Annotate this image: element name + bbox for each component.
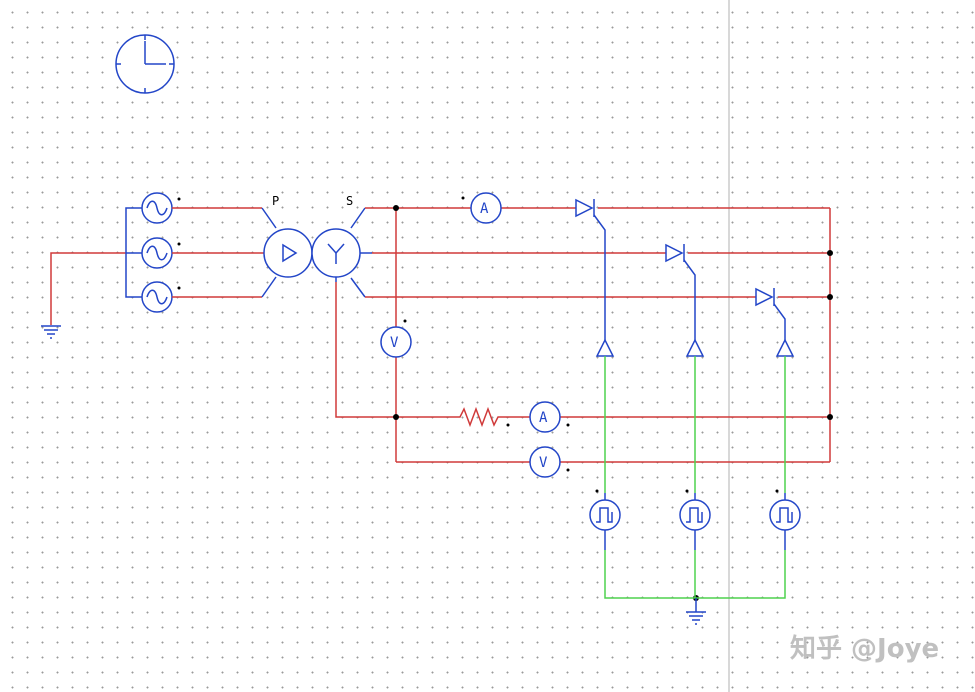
watermark: 知乎 @Joye bbox=[790, 634, 939, 664]
thyristor-3-icon[interactable] bbox=[755, 287, 786, 330]
pulse-source-3-icon[interactable] bbox=[769, 489, 801, 551]
gate-driver-3-icon[interactable] bbox=[775, 330, 795, 357]
pulse-source-2-icon[interactable] bbox=[679, 489, 711, 551]
ground-bottom-icon bbox=[686, 598, 706, 625]
secondary-phase-wires[interactable] bbox=[350, 207, 831, 462]
gate-driver-2-icon[interactable] bbox=[685, 330, 705, 357]
thyristor-1-icon[interactable] bbox=[575, 198, 606, 330]
ammeter-load[interactable]: A bbox=[529, 401, 570, 433]
gate-driver-1-icon[interactable] bbox=[595, 330, 615, 357]
primary-phase-wires[interactable] bbox=[172, 207, 277, 298]
three-phase-transformer[interactable]: P S bbox=[263, 194, 361, 278]
ammeter-line[interactable]: A bbox=[461, 192, 502, 224]
pulse-source-1-icon[interactable] bbox=[589, 489, 621, 551]
thyristor-2-icon[interactable] bbox=[665, 243, 696, 330]
primary-label: P bbox=[272, 194, 279, 208]
delta-winding-icon bbox=[282, 243, 298, 263]
gate-signal-wires[interactable] bbox=[604, 356, 786, 599]
voltmeter-output[interactable]: V bbox=[529, 446, 570, 478]
secondary-label: S bbox=[346, 194, 353, 208]
simulation-clock-icon[interactable] bbox=[115, 34, 175, 94]
voltmeter-phase[interactable]: V bbox=[380, 319, 412, 358]
junction-dots bbox=[393, 205, 833, 601]
wye-winding-icon bbox=[327, 243, 345, 264]
voltmeter-output-label: V bbox=[539, 455, 548, 471]
ground-left-icon bbox=[41, 325, 61, 339]
ammeter-line-label: A bbox=[480, 201, 489, 217]
ac-source-b-icon[interactable] bbox=[141, 237, 181, 269]
ammeter-load-label: A bbox=[539, 410, 548, 426]
load-resistor-icon[interactable] bbox=[456, 406, 530, 428]
voltmeter-phase-label: V bbox=[390, 335, 399, 351]
ac-source-c-icon[interactable] bbox=[141, 281, 181, 313]
source-neutral-wire[interactable] bbox=[50, 207, 142, 325]
